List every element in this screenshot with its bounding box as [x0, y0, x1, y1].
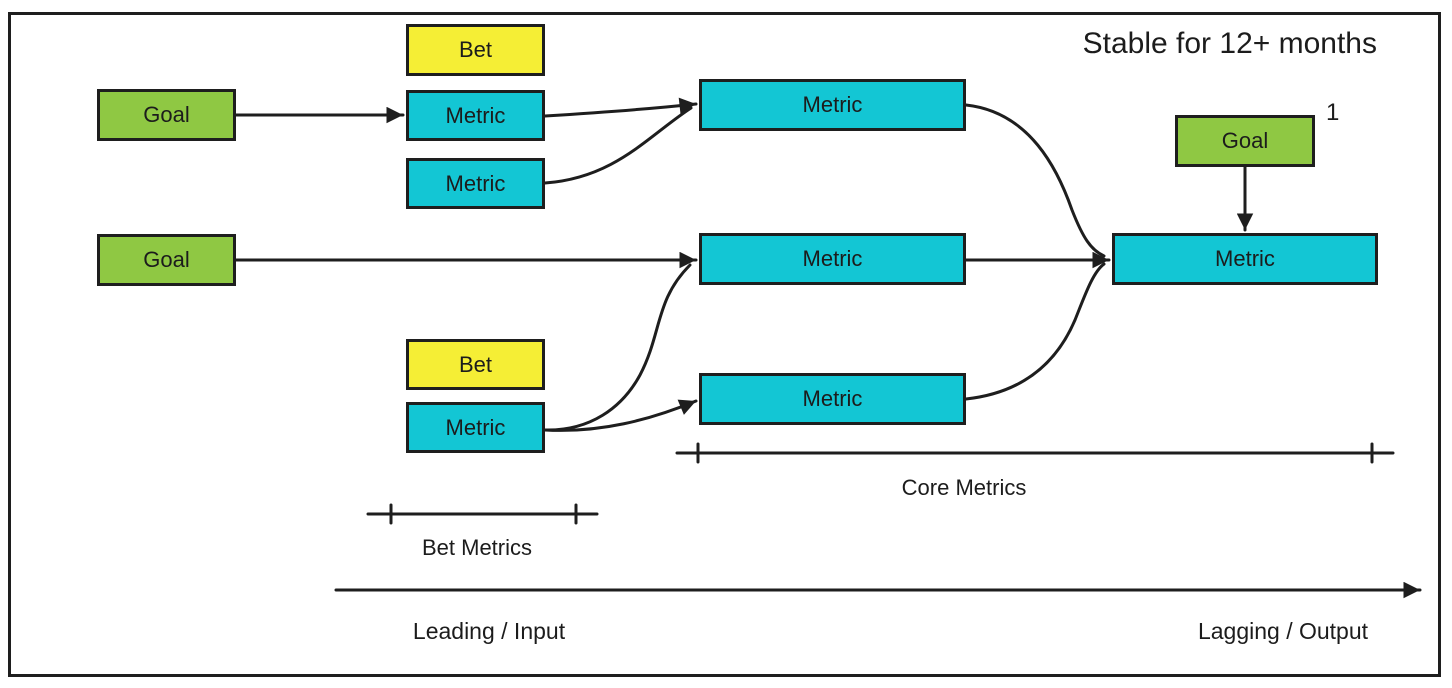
outer-frame: [8, 12, 1441, 677]
arrow-bet-metric1-to-core-metric1: [543, 97, 698, 118]
bet-metric-node-3: Metric: [406, 402, 545, 453]
bet-metric-node-1: Metric: [406, 90, 545, 141]
goal-node-2: Goal: [97, 234, 236, 286]
axis-leading-label: Leading / Input: [412, 618, 566, 644]
arrow-bet-metric2-to-core-metric1: [543, 106, 693, 185]
output-metric-node: Metric: [1112, 233, 1378, 285]
goal-node-3: Goal: [1175, 115, 1315, 167]
core-metric-node-3: Metric: [699, 373, 966, 425]
bet-node-1: Bet: [406, 24, 545, 76]
arrow-core-metric1-to-output-metric: [964, 103, 1106, 258]
bet-metric-node-2: Metric: [406, 158, 545, 209]
core-metrics-bracket-label: Core Metrics: [901, 475, 1027, 500]
arrow-bet-metric3-to-core-metric3: [543, 399, 698, 432]
stability-note-label: Stable for 12+ months: [1082, 27, 1377, 60]
goal-node-1: Goal: [97, 89, 236, 141]
core-metric-node-1: Metric: [699, 79, 966, 131]
arrow-bet-metric3-to-core-metric2: [543, 263, 692, 432]
arrow-core-metric3-to-output-metric: [964, 262, 1106, 401]
bet-node-2: Bet: [406, 339, 545, 390]
goal3-superscript-label: 1: [1326, 99, 1340, 126]
bet-metrics-bracket-label: Bet Metrics: [421, 535, 533, 560]
core-metric-node-2: Metric: [699, 233, 966, 285]
axis-lagging-label: Lagging / Output: [1197, 618, 1369, 644]
